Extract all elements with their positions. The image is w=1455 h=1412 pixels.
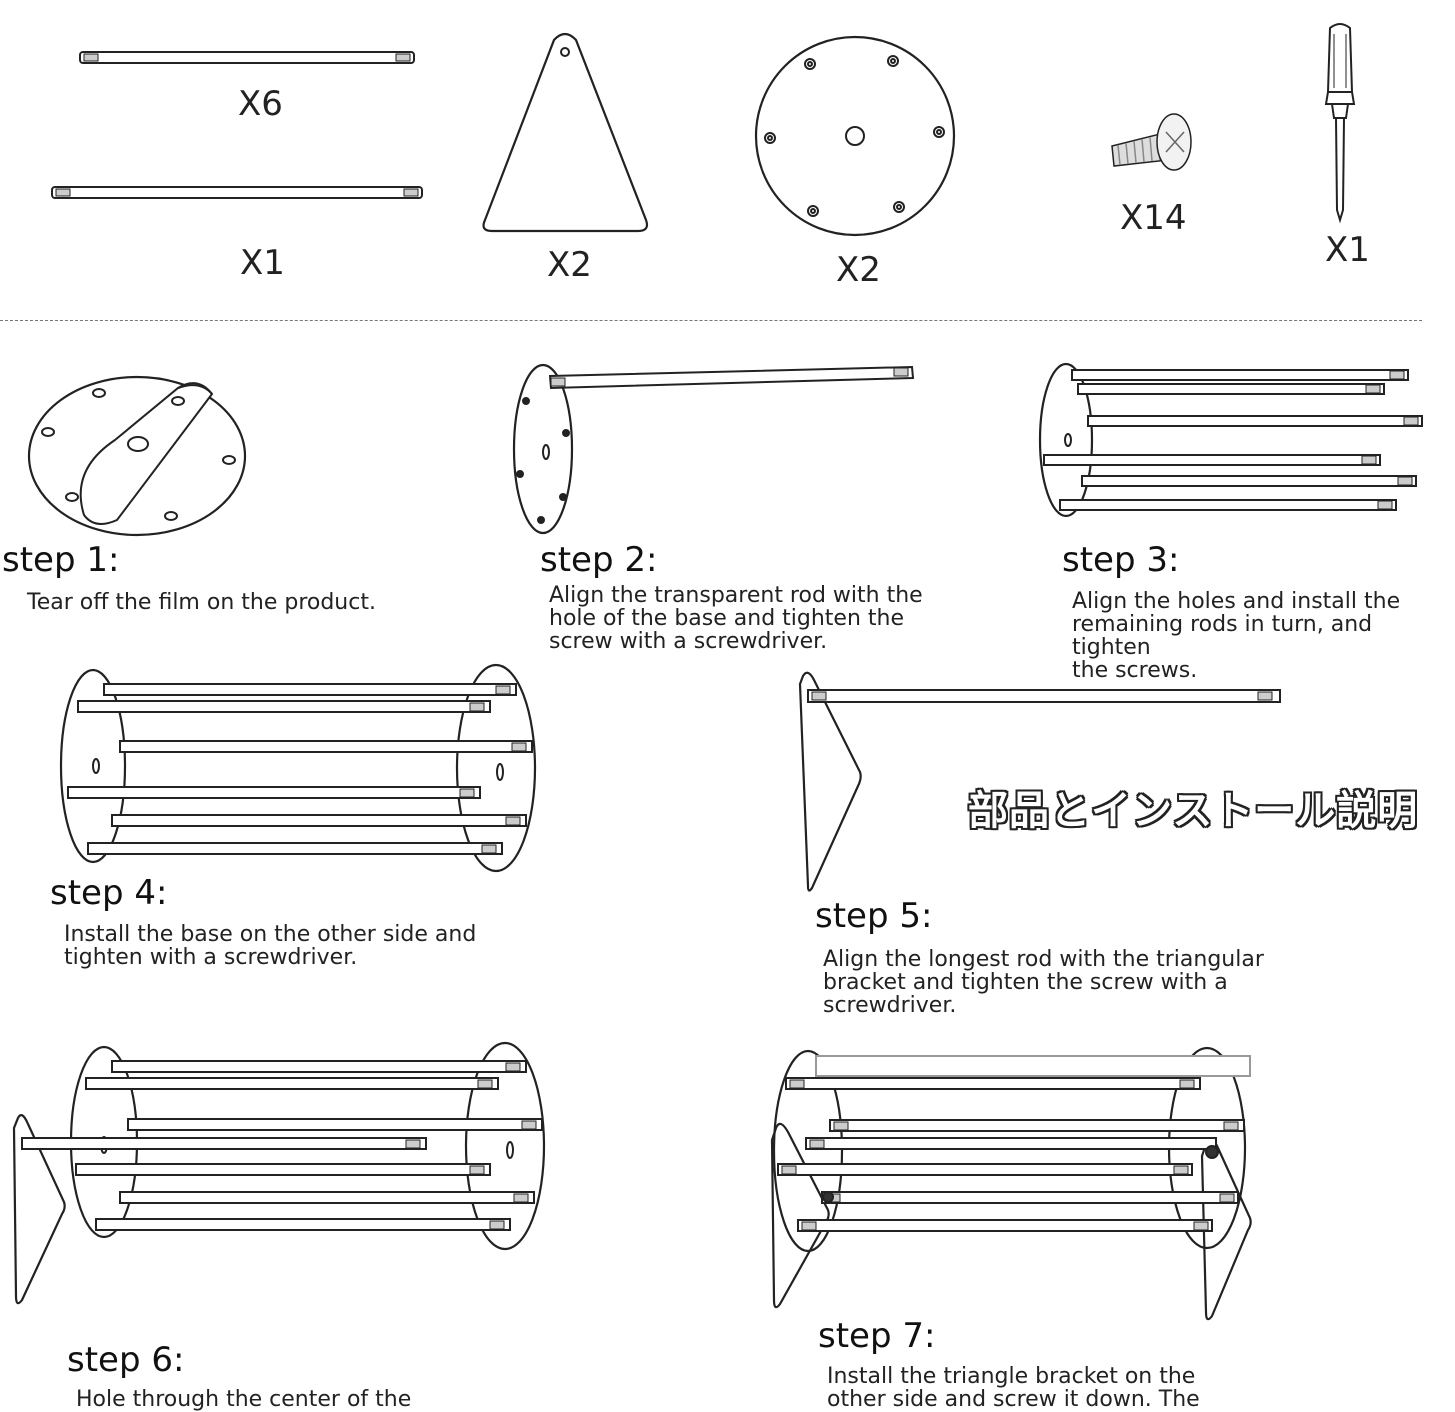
short-rod-part	[79, 51, 415, 64]
round-base-quantity: X2	[836, 250, 881, 290]
step2-title: step 2:	[540, 540, 658, 580]
step5-illustration	[798, 671, 1281, 892]
step3-illustration	[1038, 362, 1423, 518]
step6-description: Hole through the center of the	[76, 1387, 412, 1412]
step7-description: Install the triangle bracket on the othe…	[827, 1364, 1200, 1412]
step6-title: step 6:	[67, 1340, 185, 1380]
step6-illustration	[12, 1041, 546, 1305]
step5-title: step 5:	[815, 896, 933, 936]
long-rod-quantity: X1	[240, 243, 285, 283]
screw-quantity: X14	[1120, 198, 1187, 238]
step1-title: step 1:	[2, 540, 120, 580]
step3-title: step 3:	[1062, 540, 1180, 580]
round-base-part	[754, 35, 956, 237]
short-rod-quantity: X6	[238, 84, 283, 124]
step5-description: Align the longest rod with the triangula…	[823, 947, 1264, 1018]
step2-illustration	[512, 363, 915, 535]
screwdriver-quantity: X1	[1325, 230, 1370, 270]
screwdriver-part	[1324, 23, 1356, 224]
step4-illustration	[59, 663, 537, 873]
triangle-bracket-quantity: X2	[547, 245, 592, 285]
step7-illustration	[770, 1046, 1252, 1321]
parts-divider	[0, 320, 1422, 321]
installation-title: 部品とインストール説明	[968, 788, 1419, 834]
step2-description: Align the transparent rod with the hole …	[549, 583, 923, 654]
step7-title: step 7:	[818, 1316, 936, 1356]
step1-description: Tear off the film on the product.	[27, 590, 376, 615]
step4-title: step 4:	[50, 873, 168, 913]
triangle-bracket-part	[482, 32, 649, 233]
screw-part	[1111, 113, 1192, 171]
step4-description: Install the base on the other side and t…	[64, 922, 477, 970]
step3-description: Align the holes and install the remainin…	[1072, 589, 1401, 683]
long-rod-part	[51, 186, 423, 199]
step1-illustration	[27, 375, 247, 537]
